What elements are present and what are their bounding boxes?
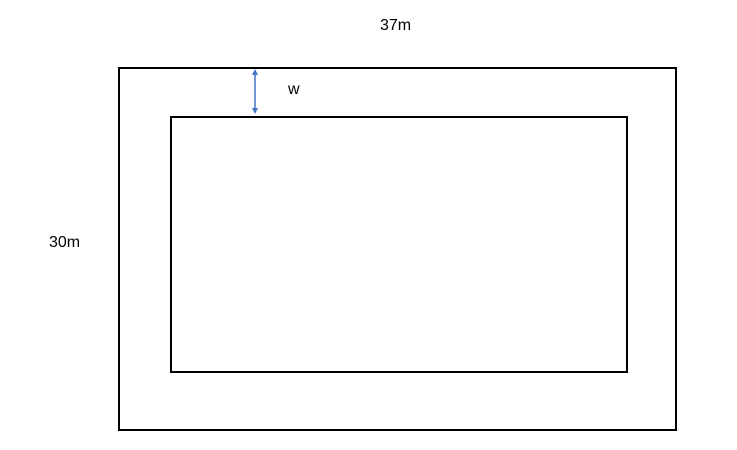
outer-width-label: 37m [380, 17, 412, 34]
outer-height-label: 30m [49, 234, 81, 251]
outer-rectangle [118, 67, 677, 431]
path-width-label: w [288, 81, 300, 98]
inner-rectangle [170, 116, 628, 373]
